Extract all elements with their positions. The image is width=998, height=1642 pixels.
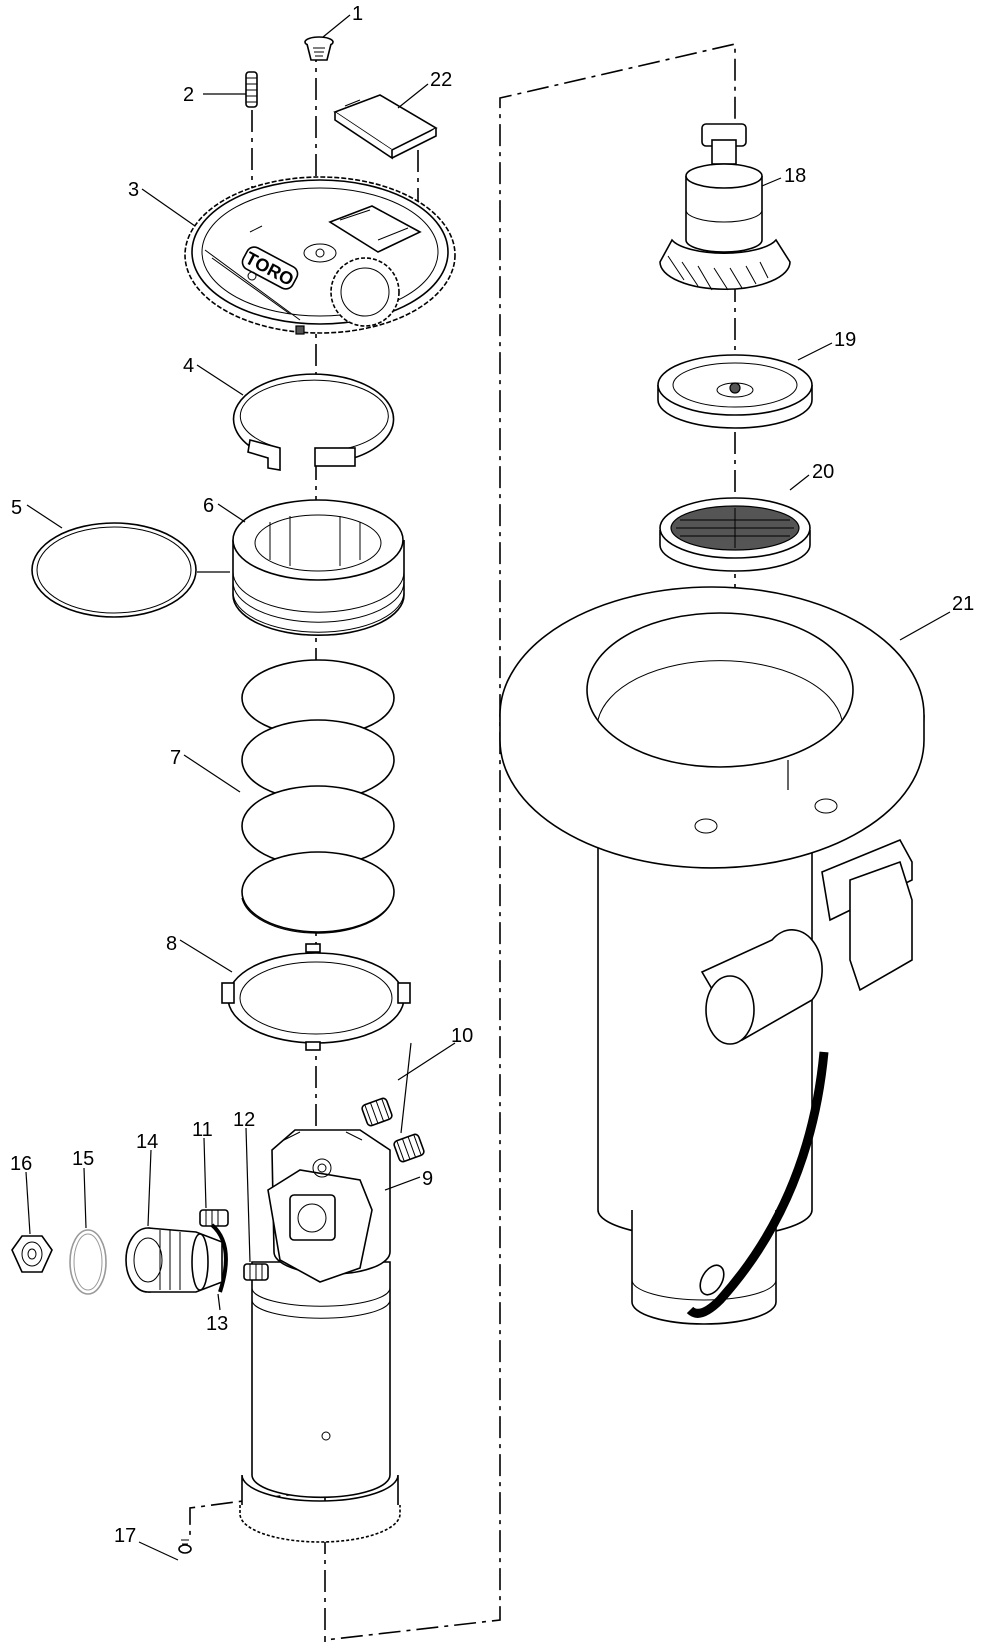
label-12: 12	[233, 1109, 255, 1131]
part-number-labels: 1 2 22 3 4 5 6 7 8 10 9 11 12 14 15 16 1…	[10, 3, 974, 1547]
label-3: 3	[128, 179, 139, 201]
label-16: 16	[10, 1153, 32, 1175]
label-17: 17	[114, 1525, 136, 1547]
label-10: 10	[451, 1025, 473, 1047]
part-5-o-ring	[31, 522, 197, 618]
label-7: 7	[170, 747, 181, 769]
label-2: 2	[183, 84, 194, 106]
label-9: 9	[422, 1168, 433, 1190]
part-9-body	[239, 1129, 401, 1543]
part-18-turbine-assembly	[659, 123, 791, 291]
part-2-set-screw	[245, 71, 258, 108]
label-20: 20	[812, 461, 834, 483]
label-1: 1	[352, 3, 363, 25]
label-18: 18	[784, 165, 806, 187]
part-12-fitting	[243, 1263, 269, 1281]
part-17-screw	[178, 1539, 192, 1554]
label-22: 22	[430, 69, 452, 91]
label-15: 15	[72, 1148, 94, 1170]
part-15-gasket	[69, 1229, 107, 1295]
label-11: 11	[192, 1119, 213, 1141]
label-8: 8	[166, 933, 177, 955]
part-7-spring	[241, 659, 395, 934]
label-19: 19	[834, 329, 856, 351]
leader-lines	[25, 14, 951, 1561]
part-13-o-ring	[210, 1223, 228, 1293]
part-14-adapter	[125, 1227, 223, 1293]
part-10-plugs	[361, 1097, 425, 1163]
label-14: 14	[136, 1131, 158, 1153]
part-21-housing	[499, 586, 925, 1325]
part-6-retainer-collar	[232, 499, 405, 636]
part-16-plug	[11, 1235, 53, 1273]
part-8-retaining-ring	[221, 943, 411, 1051]
part-20-filter-screen	[659, 497, 811, 572]
label-5: 5	[11, 497, 22, 519]
label-6: 6	[203, 495, 214, 517]
part-22-access-cover	[333, 94, 438, 160]
part-3-gear-cover: TORO	[184, 176, 456, 335]
part-19-stator	[657, 354, 813, 429]
part-11-fitting	[199, 1209, 229, 1227]
part-4-snap-ring	[232, 373, 395, 471]
label-4: 4	[183, 355, 194, 377]
part-1-screw	[304, 36, 334, 61]
label-13: 13	[206, 1313, 228, 1335]
label-21: 21	[952, 593, 974, 615]
